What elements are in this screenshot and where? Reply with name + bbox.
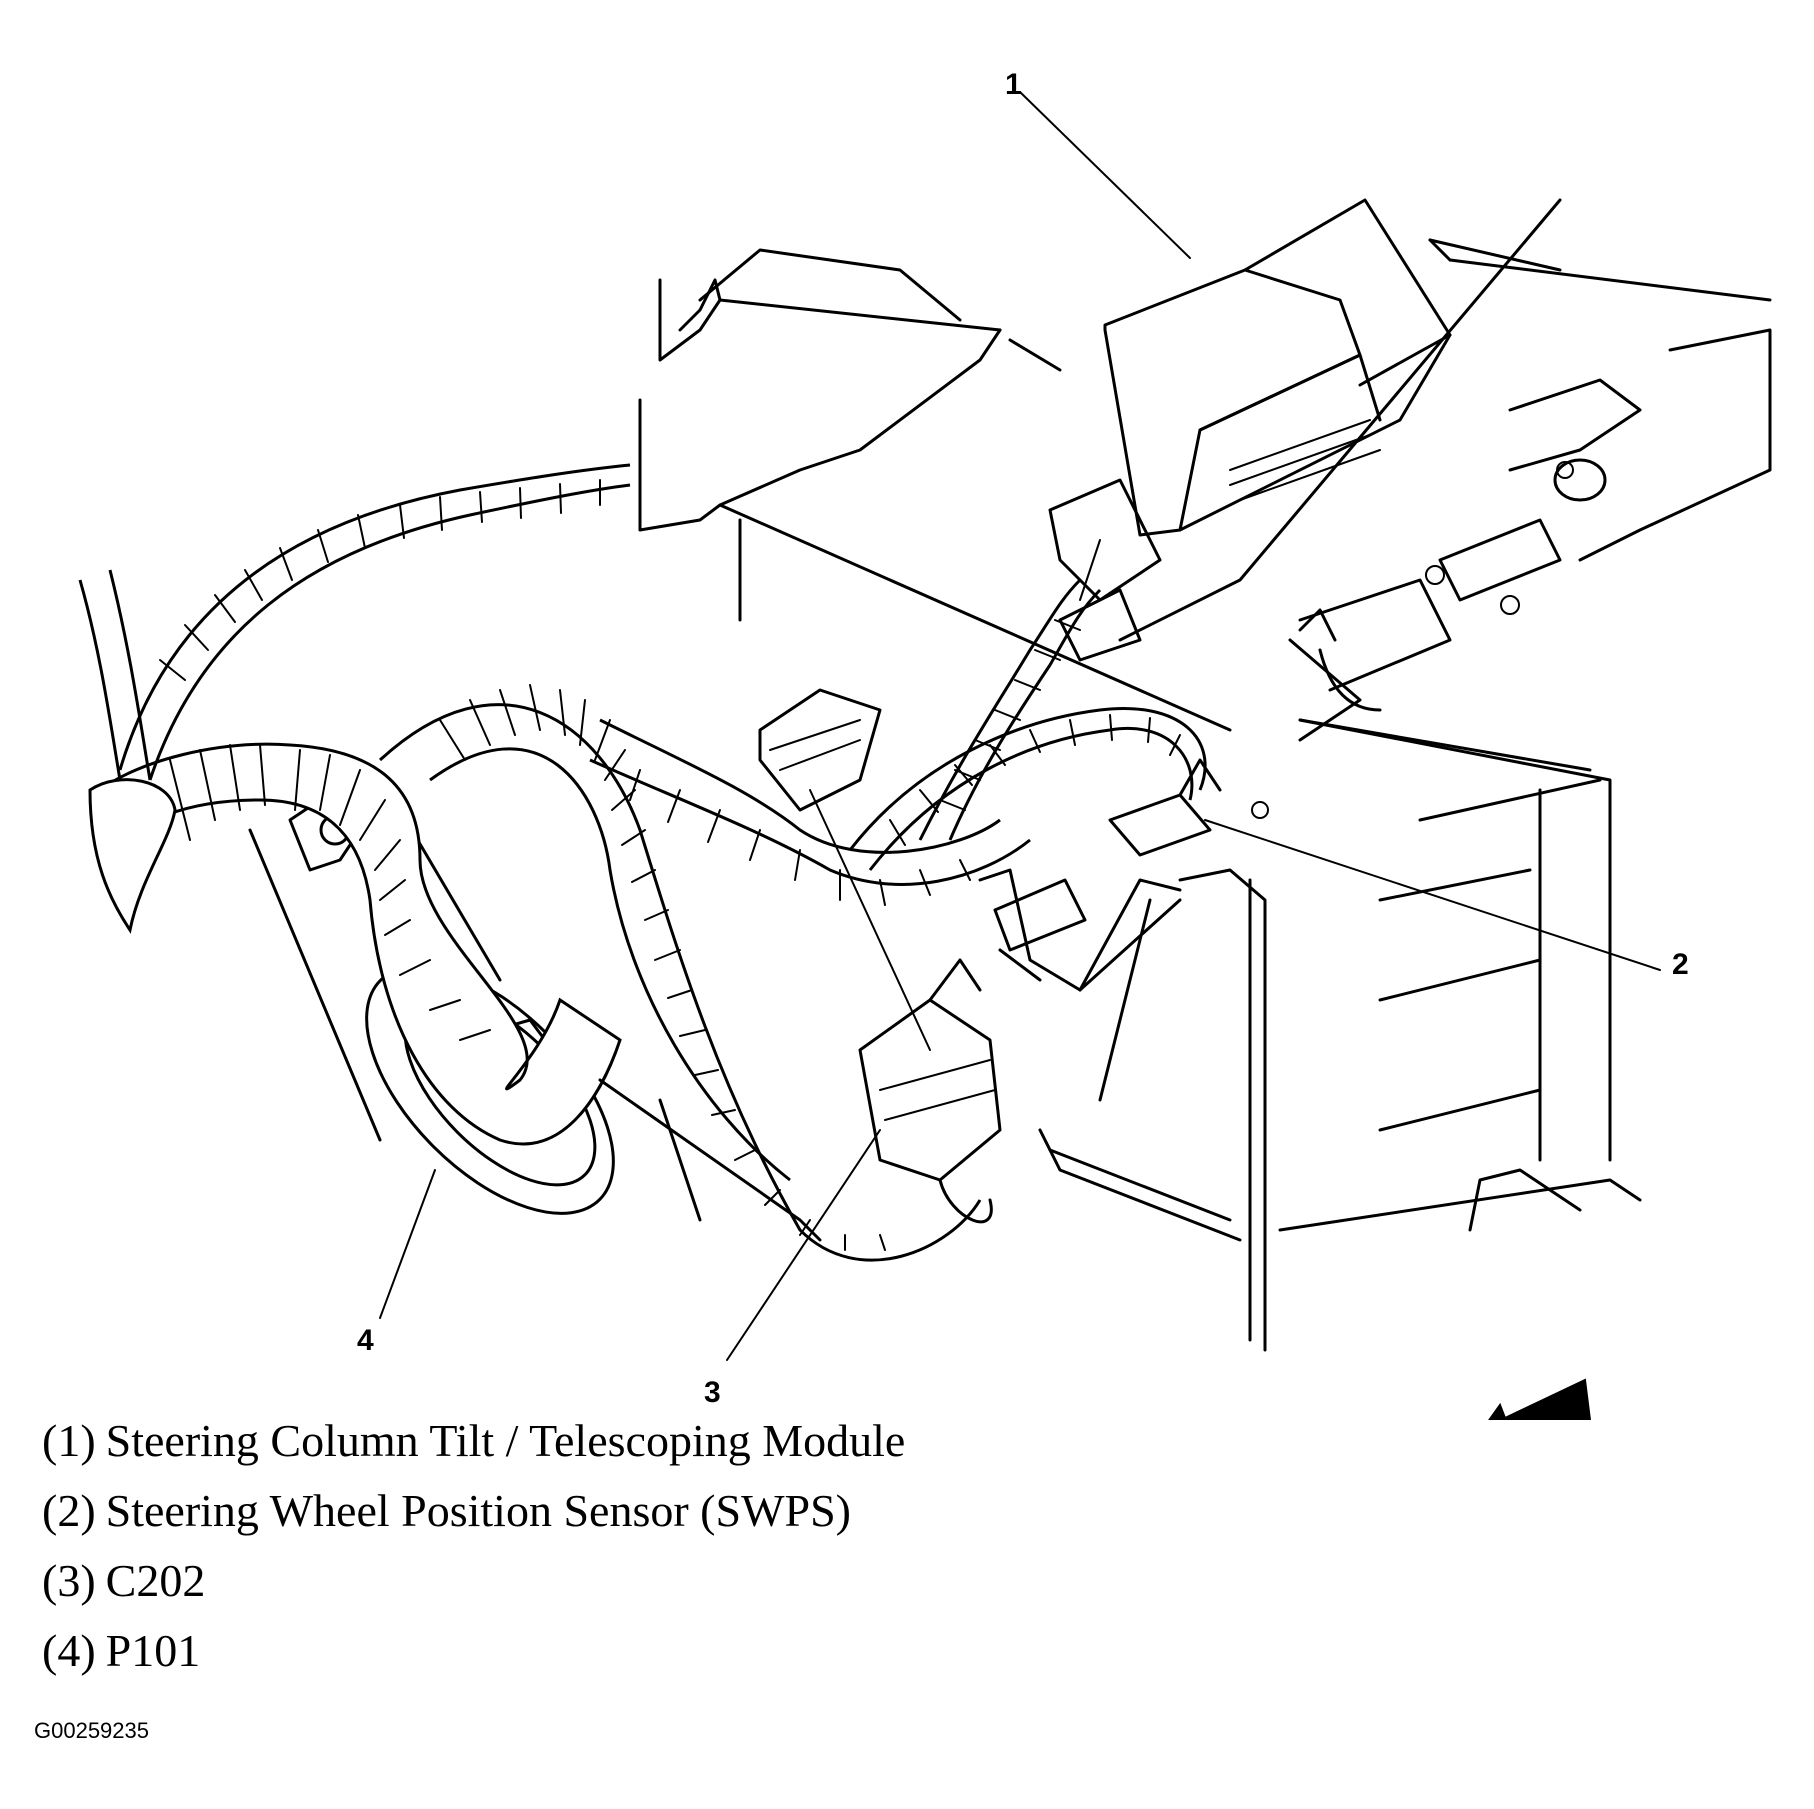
legend-label: P101 [105, 1625, 201, 1676]
dash-structure [638, 238, 1772, 1352]
mid-connector [758, 688, 882, 812]
callout-1: 1 [1005, 68, 1022, 101]
swps-sensor [993, 758, 1222, 952]
main-harness [78, 463, 1207, 1262]
legend-number: (1) [42, 1415, 96, 1466]
legend-label: Steering Wheel Position Sensor (SWPS) [105, 1485, 851, 1536]
legend-label: C202 [105, 1555, 206, 1606]
column-connector [1298, 608, 1382, 712]
wiring-diagram [78, 91, 1772, 1420]
callout-4: 4 [357, 1324, 374, 1357]
lower-panel [598, 801, 1269, 1242]
c202-connector [858, 958, 1002, 1224]
legend-number: (4) [42, 1625, 96, 1676]
parts-legend: (1)Steering Column Tilt / Telescoping Mo… [42, 1418, 905, 1698]
direction-arrow-icon [1488, 1378, 1592, 1420]
figure-id: G00259235 [34, 1718, 149, 1743]
legend-item: (4)P101 [42, 1628, 905, 1698]
tilt-telescoping-module [1048, 198, 1452, 662]
callout-3: 3 [704, 1376, 721, 1409]
steering-column [1118, 198, 1772, 742]
legend-item: (2)Steering Wheel Position Sensor (SWPS) [42, 1488, 905, 1558]
legend-item: (1)Steering Column Tilt / Telescoping Mo… [42, 1418, 905, 1488]
legend-number: (2) [42, 1485, 96, 1536]
legend-number: (3) [42, 1555, 96, 1606]
legend-label: Steering Column Tilt / Telescoping Modul… [105, 1415, 906, 1466]
leader-lines [379, 91, 1661, 1361]
callout-2: 2 [1672, 948, 1689, 981]
legend-item: (3)C202 [42, 1558, 905, 1628]
